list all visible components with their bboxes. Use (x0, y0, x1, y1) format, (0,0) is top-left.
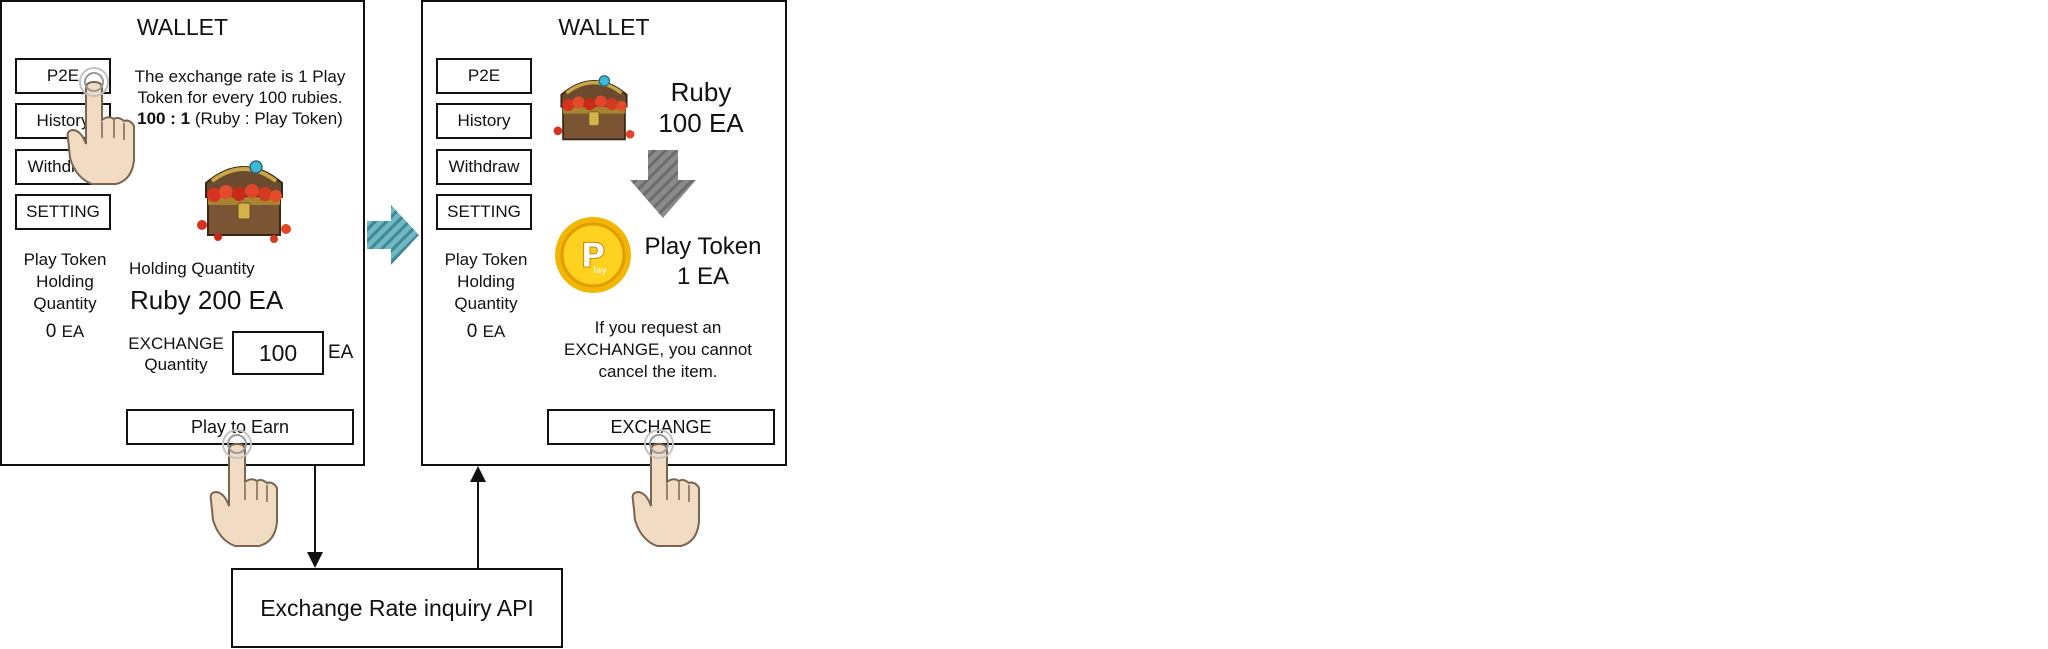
holding-quantity-label: Holding Quantity (129, 259, 255, 278)
exchange-quantity-unit: EA (328, 342, 354, 363)
ruby-amount: 100 (658, 108, 702, 138)
down-arrow-icon (630, 150, 696, 218)
warning-line: cancel the item. (598, 362, 718, 381)
right-arrow-icon (367, 205, 419, 265)
rate-line-2: Token for every 100 rubies. (137, 88, 343, 107)
token-amount: 1 (676, 263, 691, 290)
token-amount-line: 1 EA (635, 262, 771, 292)
right-menu-p2e[interactable]: P2E (436, 58, 532, 94)
holding-value: 0 (45, 321, 57, 342)
treasure-chest-icon (553, 75, 635, 141)
ruby-exchange-amount: Ruby 100 EA (645, 76, 757, 138)
holding-label-line: Quantity (33, 294, 97, 313)
right-menu-withdraw[interactable]: Withdraw (436, 149, 532, 185)
left-token-holding-value: 0 EA (10, 321, 120, 343)
exchange-rate-api-box: Exchange Rate inquiry API (231, 568, 563, 648)
right-token-holding-value: 0 EA (431, 321, 541, 343)
holding-unit: EA (482, 322, 506, 341)
right-menu-setting[interactable]: SETTING (436, 194, 532, 230)
ruby-amount-line: 100 EA (645, 108, 757, 138)
left-token-holding-label: Play Token Holding Quantity (10, 249, 120, 315)
holding-label-line: Play Token (444, 250, 528, 269)
exchange-warning-text: If you request an EXCHANGE, you cannot c… (543, 317, 773, 383)
api-box-label: Exchange Rate inquiry API (260, 595, 534, 621)
warning-line: EXCHANGE, you cannot (563, 340, 753, 359)
holding-label-line: Holding (457, 272, 515, 291)
pointing-hand-icon (66, 67, 135, 185)
coin-icon: P lay (555, 217, 631, 293)
rate-line-3: 100 : 1 (Ruby : Play Token) (120, 108, 360, 129)
token-unit: EA (697, 263, 730, 290)
ruby-holding-amount: Ruby 200 EA (130, 285, 284, 315)
right-wallet-screen: WALLET P2E History Withdraw SETTING Play… (421, 0, 787, 466)
ruby-unit: EA (708, 108, 744, 138)
coin-letter: P (581, 236, 606, 276)
right-token-holding-label: Play Token Holding Quantity (431, 249, 541, 315)
left-wallet-title: WALLET (136, 14, 229, 40)
pointing-hand-icon (631, 429, 700, 547)
holding-label-line: Play Token (23, 250, 107, 269)
holding-label-line: Quantity (454, 294, 518, 313)
ruby-name: Ruby (670, 77, 732, 107)
token-exchange-amount: Play Token 1 EA (635, 232, 771, 292)
right-menu-history[interactable]: History (436, 103, 532, 139)
holding-label-line: Holding (36, 272, 94, 291)
rate-ratio-note: (Ruby : Play Token) (194, 109, 343, 128)
exchange-label-line: Quantity (144, 355, 208, 374)
rate-ratio: 100 : 1 (137, 109, 191, 128)
arrowhead-down (307, 552, 323, 568)
left-menu-setting[interactable]: SETTING (15, 194, 111, 230)
coin-sub-text: lay (593, 266, 607, 276)
exchange-label-line: EXCHANGE (128, 334, 224, 353)
pointing-hand-icon (209, 429, 278, 547)
play-to-earn-button[interactable]: Play to Earn (126, 409, 354, 445)
holding-value: 0 (466, 321, 478, 342)
left-rate-text: The exchange rate is 1 Play Token for ev… (120, 66, 360, 129)
right-wallet-title: WALLET (558, 14, 650, 40)
rate-line-1: The exchange rate is 1 Play (134, 67, 346, 86)
token-name: Play Token (644, 233, 762, 260)
treasure-chest-icon (197, 160, 291, 243)
holding-unit: EA (61, 322, 85, 341)
arrowhead-up (470, 466, 486, 482)
exchange-quantity-label: EXCHANGE Quantity (126, 333, 226, 375)
warning-line: If you request an (594, 318, 722, 337)
exchange-quantity-input[interactable]: 100 (232, 331, 324, 375)
